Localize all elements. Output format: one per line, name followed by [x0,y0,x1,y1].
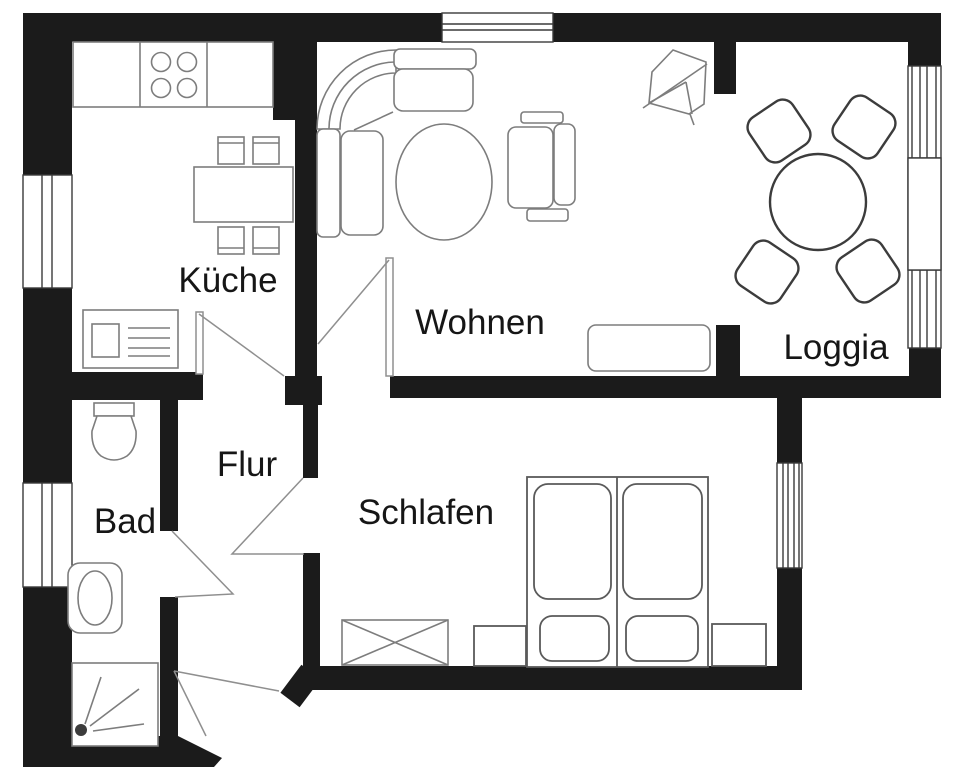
bad-flur-wall-bottom [160,597,178,742]
plant-icon [642,49,708,126]
dining-table-icon [193,166,294,223]
pillow-icon [625,615,699,662]
room-label-bad: Bad [94,502,156,541]
bad-window-icon [22,482,73,588]
wohnen-bottom-wall [390,376,941,398]
wohnen-loggia-pillar-top [714,42,736,94]
top-wall-left [23,13,442,42]
loggia-glazing-icon [907,65,942,349]
bottom-left-wall [23,745,190,767]
entry-diagonal-wall-left [156,736,222,767]
nightstand-icon [473,623,767,667]
left-wall-bottom [23,587,72,767]
coffee-table-icon [395,123,493,241]
kueche-wohnen-wall [295,42,317,376]
wohnen-door-swing-icon [317,257,394,377]
entry-door-swing-icon [173,670,280,737]
kueche-door-swing-icon [195,311,285,377]
wohnen-loggia-pillar-bottom [716,325,740,376]
windows [22,12,942,588]
stove-icon [150,51,198,99]
furniture [67,41,901,747]
bad-door-swing-icon [171,530,235,598]
room-labels: Küche Wohnen Loggia Flur Bad Schlafen [94,261,889,541]
top-wall-right [553,13,941,42]
dining-chair-icon [217,136,280,255]
sideboard-icon [587,324,711,372]
mattress-icon [622,483,703,600]
round-table-icon [768,152,868,252]
sofa-icon [507,111,576,222]
kitchen-counter-icon [72,41,274,108]
schlafen-door-swing-icon [230,477,304,555]
doors [171,257,394,737]
toilet-icon [91,402,137,461]
schlafen-bottom-wall [308,666,802,690]
pillow-icon [539,615,610,662]
room-label-loggia: Loggia [783,328,889,367]
flur-schlafen-wall-top [303,400,318,478]
room-label-kueche: Küche [178,261,277,300]
wardrobe-icon [341,619,449,666]
left-wall-top [23,13,72,175]
schlafen-right-wall-top [777,398,802,463]
double-bed-icon [526,476,709,668]
bad-flur-wall-top [160,395,178,531]
mattress-icon [533,483,612,600]
walls [23,13,941,767]
room-label-flur: Flur [217,445,278,484]
shower-icon [71,662,159,747]
corner-sofa-icon [316,48,477,238]
room-label-wohnen: Wohnen [415,303,545,342]
wohnen-window-icon [441,12,554,43]
kueche-window-icon [22,174,73,289]
flur-schlafen-wall-bottom [303,553,320,675]
loggia-bottom-right-block [909,348,941,378]
top-right-corner-block [908,40,941,66]
sink-unit-icon [82,309,179,369]
loggia-chair-icon [734,94,901,305]
entry-diagonal-wall-right [280,664,321,708]
room-label-schlafen: Schlafen [358,493,494,532]
washbasin-icon [67,562,123,634]
schlafen-window-icon [776,462,803,569]
